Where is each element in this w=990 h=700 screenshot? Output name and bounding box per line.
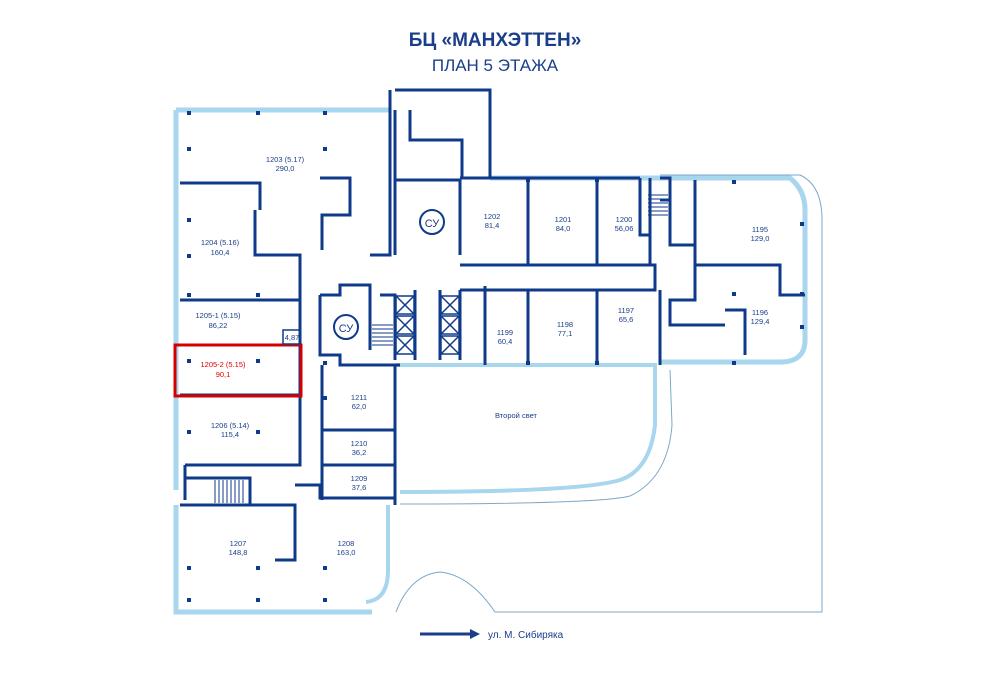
room-area: 37,6 bbox=[352, 483, 367, 492]
atrium-label: Второй свет bbox=[495, 411, 537, 420]
walls bbox=[180, 88, 805, 562]
room-1211[interactable]: 1211 62,0 bbox=[351, 393, 367, 411]
room-1196[interactable]: 1196 129,4 bbox=[751, 308, 770, 326]
elevator-shafts bbox=[395, 295, 460, 355]
room-area: 86,22 bbox=[209, 321, 228, 330]
wc-icon bbox=[333, 314, 359, 340]
room-number: 1205-1 (5.15) bbox=[195, 311, 241, 320]
room-area: 77,1 bbox=[558, 329, 573, 338]
room-area: 115,4 bbox=[221, 430, 239, 439]
room-area: 56,06 bbox=[615, 224, 634, 233]
room-1199[interactable]: 1199 60,4 bbox=[497, 328, 513, 346]
room-1197[interactable]: 1197 65,6 bbox=[618, 306, 634, 324]
wc-label: СУ bbox=[339, 323, 355, 335]
small-room-outline bbox=[282, 329, 301, 345]
room-1198[interactable]: 1198 77,1 bbox=[557, 320, 573, 338]
room-number: 1207 bbox=[230, 539, 247, 548]
room-number: 1206 (5.14) bbox=[211, 421, 250, 430]
room-number: 1200 bbox=[616, 215, 633, 224]
wc-symbols: СУ СУ bbox=[333, 209, 445, 340]
room-area: 81,4 bbox=[485, 221, 500, 230]
floor-plan-subtitle: ПЛАН 5 ЭТАЖА bbox=[431, 56, 559, 75]
stairs-center bbox=[372, 324, 393, 346]
room-number: 1197 bbox=[618, 306, 634, 315]
room-1205-2[interactable]: 1205-2 (5.15) 90,1 bbox=[200, 360, 246, 379]
room-1204[interactable]: 1204 (5.16) 160,4 bbox=[201, 238, 240, 257]
room-number: 1201 bbox=[555, 215, 572, 224]
terrace-outline bbox=[395, 174, 823, 613]
room-number: 1209 bbox=[351, 474, 368, 483]
staircases bbox=[214, 194, 668, 503]
room-area: 62,0 bbox=[352, 402, 367, 411]
room-number: 1199 bbox=[497, 328, 513, 337]
room-number: 1202 bbox=[484, 212, 501, 221]
room-area: 36,2 bbox=[352, 448, 367, 457]
small-room-area: 4,87 bbox=[285, 333, 300, 342]
room-1195[interactable]: 1195 129,0 bbox=[751, 225, 770, 243]
room-number: 1205-2 (5.15) bbox=[200, 360, 246, 369]
room-1208[interactable]: 1208 163,0 bbox=[337, 539, 356, 557]
room-number: 1211 bbox=[351, 393, 367, 402]
room-1205-1[interactable]: 1205-1 (5.15) 86,22 bbox=[195, 311, 241, 330]
room-number: 1203 (5.17) bbox=[266, 155, 305, 164]
room-1200[interactable]: 1200 56,06 bbox=[615, 215, 634, 233]
room-1203[interactable]: 1203 (5.17) 290,0 bbox=[266, 155, 305, 173]
room-1201[interactable]: 1201 84,0 bbox=[555, 215, 572, 233]
room-area: 129,4 bbox=[751, 317, 770, 326]
room-1202[interactable]: 1202 81,4 bbox=[484, 212, 501, 230]
room-number: 1204 (5.16) bbox=[201, 238, 240, 247]
room-area: 290,0 bbox=[276, 164, 295, 173]
room-number: 1195 bbox=[752, 225, 768, 234]
street-indicator: ул. М. Сибиряка bbox=[420, 629, 564, 641]
arrow-head-icon bbox=[470, 629, 480, 639]
stairs-left bbox=[214, 480, 244, 503]
room-labels: 1203 (5.17) 290,0 1204 (5.16) 160,4 1205… bbox=[195, 155, 769, 557]
room-number: 1198 bbox=[557, 320, 573, 329]
room-area: 60,4 bbox=[498, 337, 513, 346]
selected-room-highlight[interactable] bbox=[173, 343, 303, 398]
room-1209[interactable]: 1209 37,6 bbox=[351, 474, 368, 492]
room-number: 1196 bbox=[752, 308, 768, 317]
columns bbox=[187, 111, 804, 602]
room-area: 148,8 bbox=[229, 548, 248, 557]
room-1210[interactable]: 1210 36,2 bbox=[351, 439, 368, 457]
facade-outline bbox=[173, 107, 808, 615]
room-1207[interactable]: 1207 148,8 bbox=[229, 539, 248, 557]
stairs-right bbox=[648, 194, 668, 216]
room-number: 1208 bbox=[338, 539, 355, 548]
room-1206[interactable]: 1206 (5.14) 115,4 bbox=[211, 421, 250, 439]
room-area: 65,6 bbox=[619, 315, 634, 324]
room-number: 1210 bbox=[351, 439, 368, 448]
building-title: БЦ «МАНХЭТТЕН» bbox=[408, 30, 582, 51]
room-area: 84,0 bbox=[556, 224, 571, 233]
wc-label: СУ bbox=[425, 218, 441, 230]
room-area: 163,0 bbox=[337, 548, 356, 557]
room-area: 160,4 bbox=[211, 248, 230, 257]
wc-icon bbox=[419, 209, 445, 235]
street-label: ул. М. Сибиряка bbox=[488, 629, 564, 641]
room-area: 90,1 bbox=[216, 370, 231, 379]
room-area: 129,0 bbox=[751, 234, 770, 243]
